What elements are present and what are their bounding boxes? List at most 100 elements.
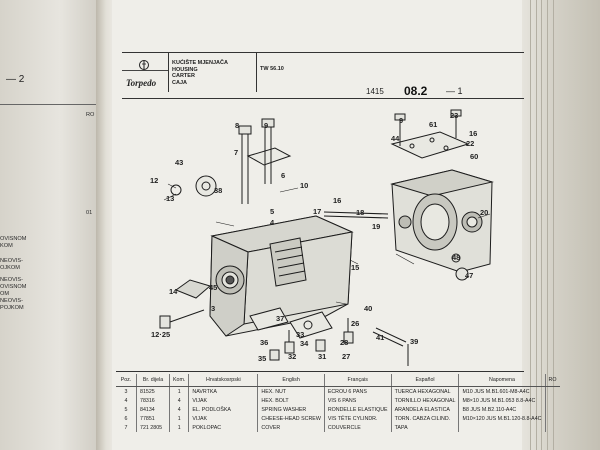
callout: 36 <box>260 338 269 347</box>
parts-table: Poz. Br. dijela Kom. Hrvatskosrpski Engl… <box>116 374 560 432</box>
table-cell: 6 <box>124 415 128 422</box>
callout: 18 <box>356 208 365 217</box>
left-page-line: OVISNOM <box>0 236 27 242</box>
table-header-row: Poz. Br. dijela Kom. Hrvatskosrpski Engl… <box>116 374 560 387</box>
callout: 20 <box>480 208 489 217</box>
table-cell: TAPA <box>390 423 459 432</box>
table-cell: COUVERCLE <box>323 423 392 432</box>
callout: 4 <box>270 218 275 227</box>
callout: 6 <box>281 171 286 180</box>
table-cell: CHEESE-HEAD SCREW <box>257 414 325 423</box>
brand-name: Torpedo <box>126 78 157 88</box>
table-cell <box>544 386 560 396</box>
callout: 38 <box>214 186 223 195</box>
title-line: CARTER <box>172 73 195 79</box>
callout: 61 <box>429 120 438 129</box>
col-header: Hrvatskosrpski <box>188 374 258 387</box>
table-cell: 84134 <box>136 405 170 414</box>
callout: 37 <box>276 314 285 323</box>
table-cell: 77851 <box>136 414 170 423</box>
callout: 35 <box>258 354 267 363</box>
callout: 23 <box>450 111 459 120</box>
callout: 41 <box>376 333 385 342</box>
table-cell <box>544 423 560 432</box>
ref-right: — 1 <box>446 86 463 96</box>
table-cell: 78316 <box>136 396 170 405</box>
callout: 5 <box>270 207 275 216</box>
table-cell: VIS TÊTE CYLINDR. <box>323 414 392 423</box>
title-line: KUĆIŠTE MJENJAČA <box>172 60 228 66</box>
callout: 17 <box>313 207 322 216</box>
table-cell: ARANDELA ELASTICA <box>390 405 459 414</box>
table-cell: 1 <box>168 423 189 432</box>
callout: 16 <box>333 196 342 205</box>
left-page-line: KOM <box>0 243 13 249</box>
callout: 22 <box>466 139 475 148</box>
title-line: CAJA <box>172 79 187 86</box>
callout: 15 <box>351 263 360 272</box>
table-cell: 3 <box>124 388 128 395</box>
callout: 44 <box>391 134 400 143</box>
callout: 45 <box>209 283 218 292</box>
callout: 40 <box>364 304 373 313</box>
table-cell: TORNILLO HEXAGONAL <box>390 396 459 405</box>
exploded-diagram <box>159 109 494 366</box>
table-cell: COVER <box>257 423 325 432</box>
callout: 47 <box>465 271 474 280</box>
table-cell: M10 JUS M.B1.601-M8-A4C <box>458 386 545 396</box>
table-cell: 1 <box>168 414 189 423</box>
callout: 12·25 <box>151 330 171 339</box>
left-page-small-header: RO <box>86 112 95 118</box>
callout: 26 <box>351 319 360 328</box>
table-cell: ECROU 6 PANS <box>323 386 392 396</box>
callout: 3 <box>211 304 216 313</box>
callout: 32 <box>288 352 297 361</box>
col-header: English <box>257 374 325 387</box>
left-page-row-number: 01 <box>86 210 93 216</box>
table-cell <box>458 423 545 432</box>
left-page-ref: — 2 <box>6 74 25 85</box>
left-page-line: OJKOM <box>0 265 20 271</box>
callout: 13 <box>166 194 175 203</box>
callout: 60 <box>470 152 479 161</box>
table-cell <box>544 405 560 414</box>
table-cell: 721 2805 <box>136 423 170 432</box>
ref-main: 08.2 <box>404 84 428 98</box>
table-cell: NAVRTKA <box>188 386 258 396</box>
callout: 10 <box>300 181 309 190</box>
callout: 48 <box>452 253 461 262</box>
callout: 16 <box>469 129 478 138</box>
callout: 9 <box>399 116 404 125</box>
table-cell: M10×120 JUS M.B1.120-8.8-A4C <box>458 414 545 423</box>
left-page-line: NEOVIS- <box>0 258 24 264</box>
callout: 9 <box>264 121 269 130</box>
left-page-line: NEOVIS- <box>0 277 24 283</box>
table-cell: TUERCA HEXAGONAL <box>390 386 459 396</box>
table-cell: 81525 <box>136 386 170 396</box>
callout: 33 <box>296 330 305 339</box>
left-page-line: OM <box>0 291 10 297</box>
left-page-line: POJKOM <box>0 305 24 311</box>
ref-left: 1415 <box>366 87 384 96</box>
table-cell: VIJAK <box>188 414 258 423</box>
table-cell <box>544 414 560 423</box>
table-cell: HEX. BOLT <box>257 396 325 405</box>
callout: 19 <box>372 222 381 231</box>
table-cell: RONDELLE ELASTIQUE <box>323 405 392 414</box>
table-cell: 4 <box>124 397 128 404</box>
torpedo-logo-icon <box>139 60 149 70</box>
callout: 31 <box>318 352 327 361</box>
col-header: Poz. <box>116 374 137 387</box>
brand-logo <box>120 52 169 92</box>
col-header: RO <box>544 374 560 387</box>
callout: 8 <box>235 121 240 130</box>
table-cell <box>544 396 560 405</box>
table-cell: VIJAK <box>188 396 258 405</box>
model-code: TW 56.10 <box>260 66 284 72</box>
table-cell: VIS 6 PANS <box>323 396 392 405</box>
table-cell: 1 <box>168 386 189 396</box>
